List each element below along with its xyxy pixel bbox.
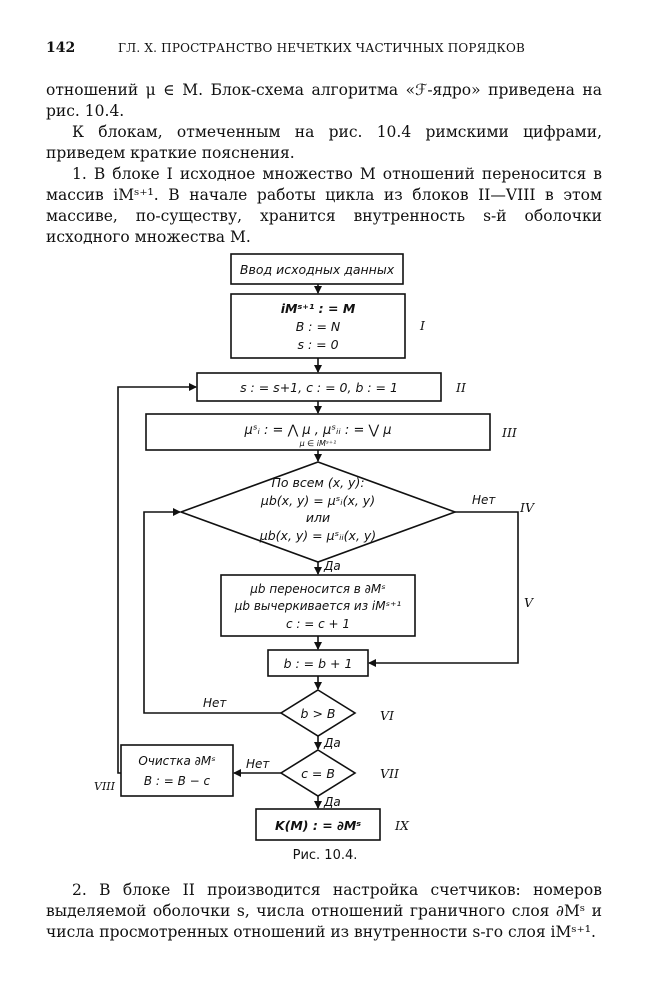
label-VIII: VIII bbox=[94, 780, 116, 793]
paragraph-3: 1. В блоке I исходное множество M отноше… bbox=[46, 165, 602, 246]
block-IX-text: K(M) : = ∂Mˢ bbox=[275, 818, 361, 833]
block-V-line2: μb вычеркивается из iMˢ⁺¹ bbox=[234, 599, 402, 613]
block-V-line3: c : = c + 1 bbox=[286, 617, 350, 631]
block-VII-yes-label: Да bbox=[323, 795, 341, 809]
label-V: V bbox=[524, 595, 535, 610]
block-VI-text: b > B bbox=[301, 706, 336, 721]
block-IV-line3: или bbox=[306, 510, 330, 525]
page-number: 142 bbox=[46, 40, 76, 56]
block-IV-yes-label: Да bbox=[323, 559, 341, 573]
label-VII: VII bbox=[380, 766, 400, 781]
label-IV: IV bbox=[519, 500, 536, 515]
block-IV-no-label: Нет bbox=[472, 493, 496, 507]
label-II: II bbox=[455, 380, 467, 395]
block-IX bbox=[255, 808, 381, 841]
block-IV-line4: μb(x, y) = μˢᵢᵢ(x, y) bbox=[259, 528, 376, 543]
label-VI: VI bbox=[380, 708, 395, 723]
paragraph-4: 2. В блоке II производится настройка сче… bbox=[46, 881, 602, 941]
block-VIII-line2: B : = B − c bbox=[144, 774, 211, 788]
block-III-subscript: μ ∈ iMˢ⁺¹ bbox=[299, 439, 337, 448]
running-head: ГЛ. X. ПРОСТРАНСТВО НЕЧЕТКИХ ЧАСТИЧНЫХ П… bbox=[118, 41, 526, 55]
block-I-line3: s : = 0 bbox=[297, 337, 338, 352]
block-III-text: μˢᵢ : = ⋀ μ , μˢᵢᵢ : = ⋁ μ bbox=[243, 423, 391, 438]
label-I: I bbox=[419, 318, 426, 333]
block-I-line1: iMˢ⁺¹ : = M bbox=[281, 301, 356, 316]
label-IX: IX bbox=[394, 818, 410, 833]
input-block-text: Ввод исходных данных bbox=[240, 262, 395, 277]
block-b-text: b : = b + 1 bbox=[284, 656, 353, 671]
input-block bbox=[230, 253, 404, 285]
block-IV-line1: По всем (x, y): bbox=[271, 475, 364, 490]
label-III: III bbox=[501, 425, 518, 440]
block-VI-no-label: Нет bbox=[203, 696, 227, 710]
block-VIII bbox=[120, 744, 234, 797]
block-VII-text: c = B bbox=[301, 766, 335, 781]
block-VIII-line1: Очистка ∂Mˢ bbox=[138, 754, 215, 768]
block-IV-line2: μb(x, y) = μˢᵢ(x, y) bbox=[260, 493, 375, 508]
block-II bbox=[196, 372, 442, 402]
block-II-text: s : = s+1, c : = 0, b : = 1 bbox=[240, 380, 398, 395]
block-VII-no-label: Нет bbox=[246, 757, 270, 771]
block-V-line1: μb переносится в ∂Mˢ bbox=[249, 582, 385, 596]
block-VI-yes-label: Да bbox=[323, 736, 341, 750]
page-header: 142 ГЛ. X. ПРОСТРАНСТВО НЕЧЕТКИХ ЧАСТИЧН… bbox=[46, 40, 610, 60]
paragraph-1: отношений μ ∈ M. Блок-схема алгоритма «ℱ… bbox=[46, 81, 602, 120]
figure-caption: Рис. 10.4. bbox=[292, 848, 358, 863]
paragraph-2: К блокам, отмеченным на рис. 10.4 римски… bbox=[46, 123, 602, 162]
block-I-line2: B : = N bbox=[296, 319, 341, 334]
